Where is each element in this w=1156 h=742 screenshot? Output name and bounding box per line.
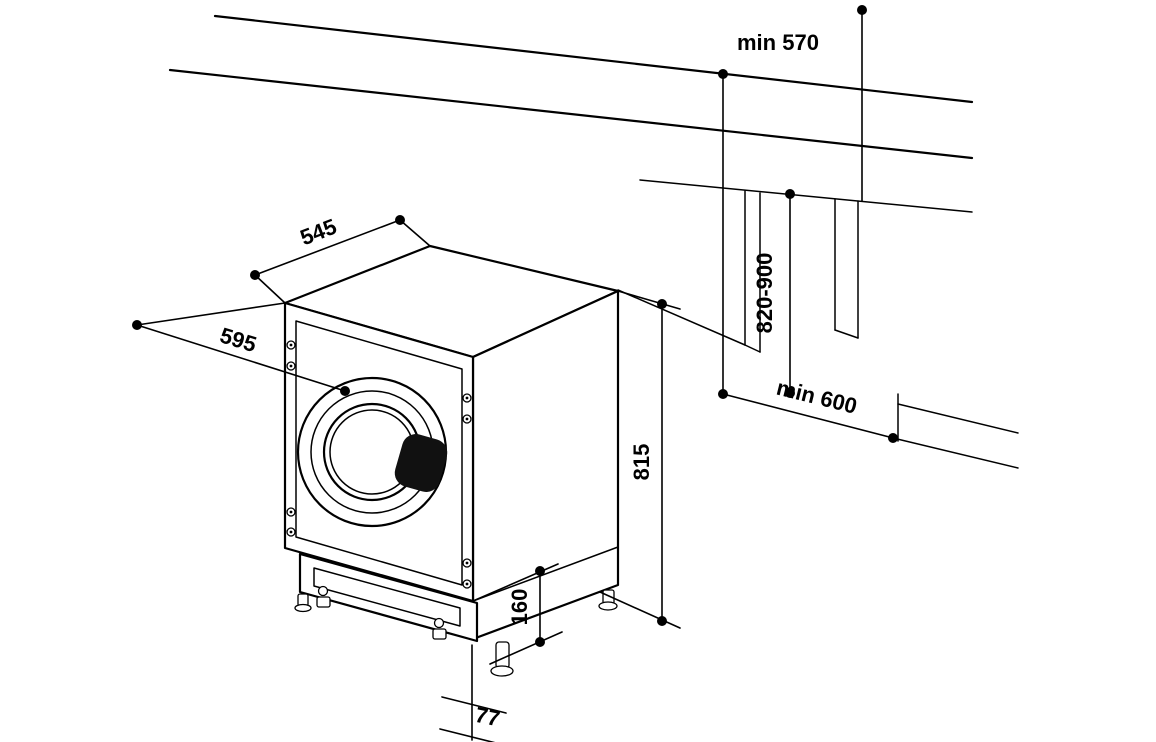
- dim-label-niche-width: min 600: [774, 375, 860, 419]
- dim-tick: [439, 728, 496, 742]
- washing-machine: [283, 244, 620, 677]
- niche-floor-edge: [617, 289, 746, 346]
- plinth-bolt: [433, 617, 445, 629]
- worktop-front-edge: [168, 68, 974, 160]
- worktop: [168, 14, 974, 213]
- screw-hole-center: [289, 530, 293, 534]
- dim-line: [722, 393, 894, 439]
- floor-line-extension: [892, 437, 1019, 469]
- dim-line: [254, 219, 401, 276]
- dim-niche-height: 820-900: [752, 189, 795, 398]
- dim-extension: [489, 631, 563, 665]
- dim-line: [136, 324, 346, 392]
- screw-hole-center: [289, 343, 293, 347]
- niche-side-bottom: [744, 344, 761, 353]
- front-right-foot-pad: [490, 665, 514, 677]
- dimension-dot: [657, 616, 667, 626]
- mounting-holes: [286, 340, 472, 589]
- screw-hole-center: [289, 510, 293, 514]
- screw-hole-center: [465, 582, 469, 586]
- dimension-dot: [718, 69, 728, 79]
- cabinet-panel-bottom-edge: [834, 329, 859, 339]
- dim-label-plinth-height: 160: [507, 589, 532, 626]
- dim-label-feet-height: 77: [473, 702, 502, 732]
- dimension-dot: [888, 433, 898, 443]
- dimension-dot: [657, 299, 667, 309]
- dim-extension: [399, 219, 431, 247]
- niche-structure: [617, 5, 1019, 469]
- dim-plinth-height: 160: [472, 563, 563, 665]
- worktop-top-edge: [213, 14, 974, 104]
- screw-hole-center: [465, 561, 469, 565]
- dim-label-niche-height: 820-900: [752, 253, 777, 334]
- kickboard-top-line: [897, 403, 1019, 434]
- front-right-foot-stem: [495, 641, 510, 669]
- feet: [294, 585, 618, 677]
- kick-panel: [313, 567, 461, 627]
- dim-machine-height: 815: [599, 290, 681, 629]
- dim-extension: [617, 290, 681, 310]
- dim-label-machine-height: 815: [629, 444, 654, 481]
- dim-tick: [441, 696, 507, 714]
- dimension-dot: [340, 386, 350, 396]
- screw-hole-center: [289, 364, 293, 368]
- worktop-underside-edge: [639, 179, 973, 213]
- dimension-dot: [535, 566, 545, 576]
- dimension-dot: [785, 388, 795, 398]
- door: [296, 376, 448, 528]
- screw-hole-center: [465, 396, 469, 400]
- side-plinth-divider: [472, 546, 619, 602]
- dim-extension: [254, 274, 286, 304]
- dim-niche-width: min 600: [718, 375, 898, 443]
- dimension-dot: [535, 637, 545, 647]
- dimension-dot: [132, 320, 142, 330]
- dim-label-niche-depth: min 570: [737, 30, 819, 55]
- rear-right-foot-pad: [598, 601, 618, 611]
- dimensions: min 570 820-900 545 595: [132, 30, 898, 742]
- plinth-foot: [316, 596, 331, 608]
- dimension-dot: [718, 389, 728, 399]
- dim-feet-height: 77: [439, 644, 507, 742]
- dimension-dot: [395, 215, 405, 225]
- dimension-dot: [250, 270, 260, 280]
- dimension-dot: [857, 5, 867, 15]
- screw-hole-center: [465, 417, 469, 421]
- front-left-foot-pad: [294, 603, 312, 613]
- dimension-dot: [785, 189, 795, 199]
- dim-niche-depth: min 570: [718, 30, 819, 395]
- front-panel-inner-border: [295, 320, 463, 586]
- dim-extension: [136, 302, 286, 326]
- plinth-bolt: [317, 585, 329, 597]
- plinth-foot: [432, 628, 447, 640]
- door-handle: [394, 434, 448, 492]
